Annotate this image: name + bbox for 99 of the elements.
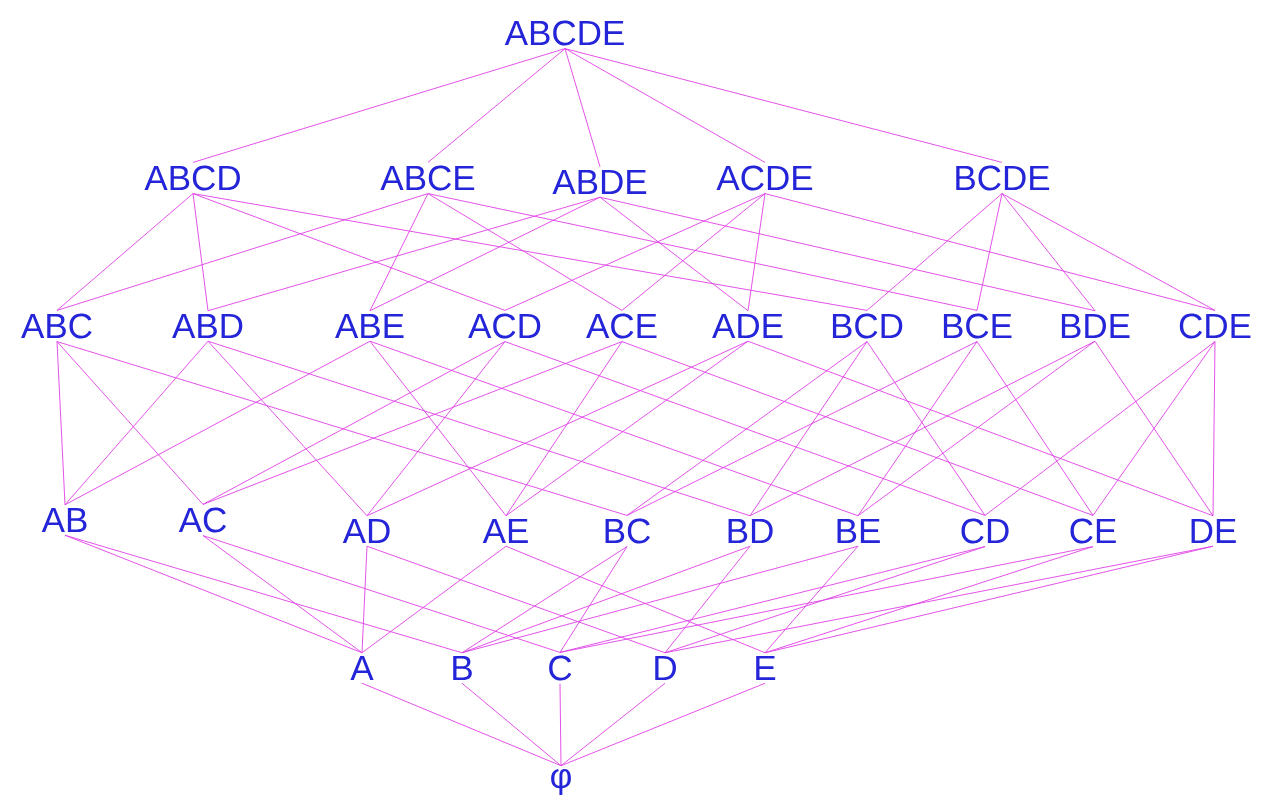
set-label: ABCE bbox=[380, 165, 475, 191]
connector-line bbox=[505, 545, 766, 654]
connector-line bbox=[427, 193, 623, 311]
connector-line bbox=[207, 340, 751, 517]
connector-line bbox=[564, 48, 601, 168]
set-label: ABC bbox=[21, 313, 92, 339]
connector-line bbox=[56, 193, 429, 311]
set-label: ABDE bbox=[552, 169, 647, 195]
connector-line bbox=[599, 196, 749, 312]
set-label: BCDE bbox=[956, 165, 1050, 191]
set-label: B bbox=[453, 655, 472, 681]
connector-line bbox=[361, 682, 562, 767]
connector-line bbox=[207, 196, 601, 312]
connector-line bbox=[626, 341, 978, 516]
connector-line bbox=[764, 193, 1216, 311]
connector-line bbox=[56, 193, 194, 311]
connector-line bbox=[504, 193, 766, 311]
set-label: ACD bbox=[468, 313, 541, 339]
connector-line bbox=[599, 196, 1096, 312]
connector-line bbox=[747, 340, 1214, 517]
connector-line bbox=[559, 546, 628, 653]
connector-line bbox=[1212, 341, 1216, 517]
connector-line bbox=[56, 341, 66, 506]
set-label: ACE bbox=[586, 313, 657, 339]
connector-line bbox=[366, 340, 749, 517]
connector-line bbox=[192, 193, 868, 311]
connector-line bbox=[369, 340, 859, 517]
connector-line bbox=[560, 682, 666, 767]
set-label: BDE bbox=[1061, 313, 1130, 339]
connector-line bbox=[461, 682, 562, 767]
set-label: AD bbox=[342, 518, 390, 544]
connector-line bbox=[984, 341, 1216, 516]
set-label: CE bbox=[1070, 518, 1116, 544]
set-label: CDE bbox=[1179, 313, 1251, 339]
set-label: BE bbox=[837, 518, 880, 544]
connector-line bbox=[192, 193, 209, 312]
set-label: AC bbox=[178, 507, 226, 533]
set-label: ADE bbox=[712, 313, 783, 339]
connector-line bbox=[749, 341, 868, 517]
connector-line bbox=[664, 546, 986, 654]
connector-line bbox=[857, 340, 1096, 517]
connector-line bbox=[559, 546, 1094, 653]
connector-line bbox=[1001, 193, 1216, 311]
connector-line bbox=[764, 545, 1214, 654]
set-label: ACDE bbox=[716, 165, 813, 191]
connector-line bbox=[621, 341, 1094, 516]
connector-line bbox=[564, 48, 1003, 163]
connector-line bbox=[192, 48, 566, 163]
connector-line bbox=[664, 545, 751, 654]
connector-line bbox=[207, 340, 368, 517]
connector-line bbox=[202, 535, 561, 653]
connector-line bbox=[56, 341, 628, 516]
set-label: ABCD bbox=[144, 165, 240, 191]
set-label: ABE bbox=[335, 313, 404, 339]
set-label: AE bbox=[482, 518, 528, 544]
connector-line bbox=[461, 545, 859, 654]
connector-line bbox=[504, 341, 986, 516]
set-label: φ bbox=[551, 768, 571, 796]
set-label: ABCDE bbox=[504, 20, 624, 46]
connector-line bbox=[749, 340, 1096, 517]
set-label: BC bbox=[605, 518, 650, 544]
connector-line bbox=[202, 535, 363, 654]
set-label: BCD bbox=[832, 313, 903, 339]
connector-line bbox=[505, 341, 623, 517]
connector-line bbox=[202, 341, 623, 505]
set-label: DE bbox=[1191, 518, 1236, 544]
connector-line bbox=[559, 683, 562, 767]
set-label: BD bbox=[728, 518, 773, 544]
set-label: E bbox=[756, 655, 776, 681]
connector-line bbox=[764, 545, 859, 654]
set-label: CD bbox=[961, 518, 1009, 544]
connector-line bbox=[1001, 193, 1096, 312]
connector-line bbox=[747, 193, 766, 312]
set-label: D bbox=[655, 655, 676, 681]
connector-line bbox=[361, 545, 368, 654]
connector-line bbox=[202, 341, 506, 505]
connector-line bbox=[427, 48, 566, 163]
connector-line bbox=[621, 193, 766, 311]
set-label: A bbox=[350, 655, 374, 681]
connector-line bbox=[369, 196, 601, 312]
set-label: AB bbox=[41, 507, 87, 533]
connector-line bbox=[564, 48, 766, 163]
set-label: BCE bbox=[943, 313, 1012, 339]
connector-line bbox=[366, 545, 666, 654]
connector-line bbox=[560, 682, 766, 767]
connector-line bbox=[976, 193, 1003, 311]
connector-line bbox=[64, 534, 363, 654]
connector-line bbox=[866, 193, 1003, 311]
connector-line bbox=[64, 534, 463, 654]
connector-line bbox=[427, 193, 978, 311]
connector-line bbox=[461, 546, 628, 654]
connector-line bbox=[505, 340, 749, 517]
connector-line bbox=[64, 340, 371, 506]
set-label: C bbox=[549, 655, 572, 681]
set-label: ABD bbox=[172, 313, 243, 339]
connector-line bbox=[361, 545, 507, 654]
connector-line bbox=[976, 341, 1094, 516]
connector-line bbox=[192, 193, 506, 311]
connector-line bbox=[369, 193, 429, 312]
